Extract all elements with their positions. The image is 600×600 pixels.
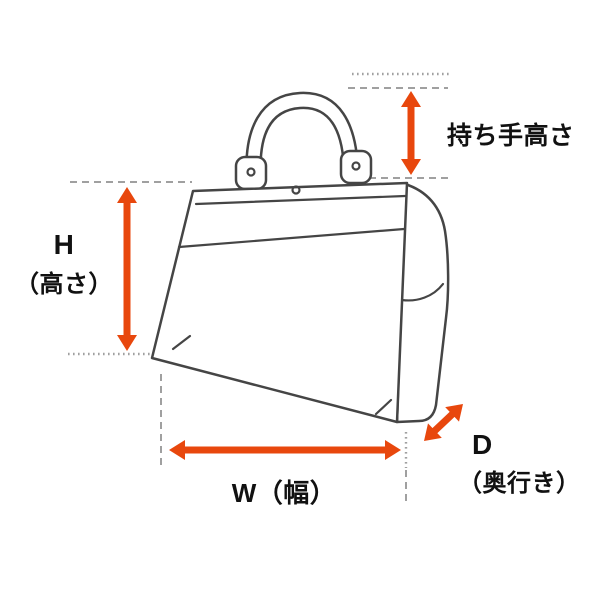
handle-height-arrow — [401, 91, 421, 175]
depth-arrow-head-bottom — [424, 423, 442, 441]
bag-handle-tab-left — [234, 155, 268, 191]
height-caption: （高さ） — [15, 271, 113, 298]
depth-label: D （奥行き） — [458, 429, 581, 498]
handle-height-arrow-head-bottom — [401, 159, 421, 175]
bag-handle-tab-right — [339, 149, 373, 185]
height-arrow-head-top — [117, 187, 137, 203]
depth-letter: D — [472, 429, 493, 460]
bag-handle-stud-right — [351, 161, 361, 171]
height-arrow-head-bottom — [117, 335, 137, 351]
bag-handle-stud-left — [246, 167, 256, 177]
width-arrow-head-right — [385, 440, 401, 460]
bag-side-flap-edge — [400, 282, 445, 302]
bag-illustration — [150, 91, 450, 424]
width-label: W（幅） — [231, 478, 337, 508]
depth-caption: （奥行き） — [458, 470, 581, 497]
handle-height-arrow-head-top — [401, 91, 421, 107]
depth-arrow — [424, 404, 463, 441]
height-label: H （高さ） — [10, 229, 118, 299]
width-arrow-head-left — [169, 440, 185, 460]
handle-height-label: 持ち手高さ — [447, 122, 575, 150]
bag-flap-line — [177, 227, 406, 249]
bag-clasp — [291, 185, 301, 195]
depth-arrow-head-top — [445, 404, 463, 422]
bag-front-panel — [150, 181, 409, 424]
bag-side-gusset — [395, 182, 450, 424]
depth-arrow-shaft — [430, 409, 457, 436]
width-arrow — [169, 440, 401, 460]
height-arrow — [117, 187, 137, 351]
bag-frame-line — [194, 194, 407, 206]
bag-dart-left — [171, 334, 192, 351]
height-letter: H — [53, 229, 75, 260]
bag-dart-right — [374, 398, 393, 416]
